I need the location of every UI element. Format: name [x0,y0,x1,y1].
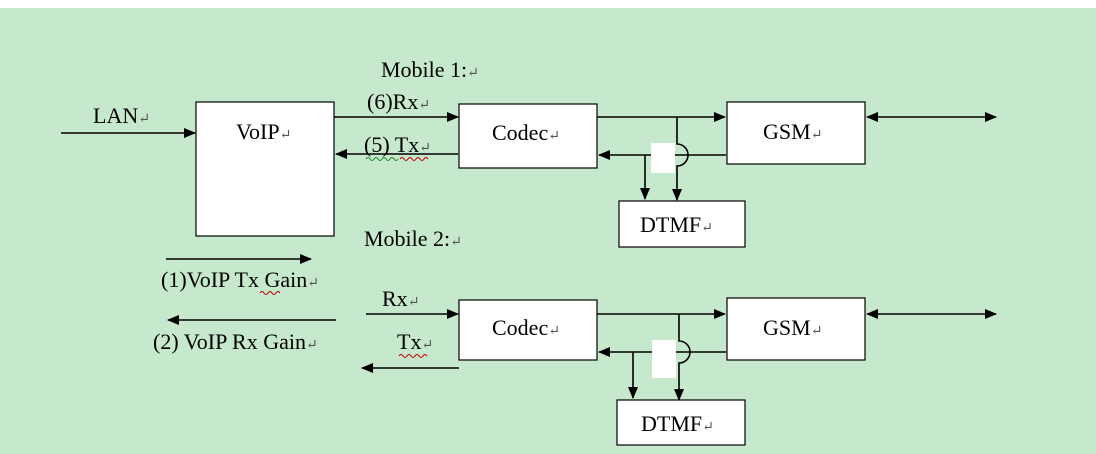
gsm1-block [726,101,866,165]
mobile1-label: Mobile 1:↵ [381,57,479,82]
codec2-label: Codec↵ [492,315,560,340]
dtmf2-label: DTMF↵ [641,411,714,436]
dtmf2-tap-crossover [674,314,691,401]
codec1-block [458,103,598,169]
mobile2-label: Mobile 2:↵ [364,226,462,251]
dtmf2-block [616,399,746,446]
tx2-label: Tx↵ [397,329,433,354]
diagram-background [0,8,1096,454]
dtmf1-tap-crossover [672,117,689,201]
gsm2-label: GSM↵ [763,315,822,340]
voip-block [195,101,335,237]
lan-label: LAN↵ [93,103,150,128]
rx6-label: (6)Rx↵ [367,89,430,114]
gsm2-block [726,297,866,361]
codec1-label: Codec↵ [492,120,560,145]
dtmf1-tap-mask [651,143,675,173]
voip-rx-gain-label: (2) VoIP Rx Gain↵ [153,329,318,354]
voip-label: VoIP↵ [236,119,291,144]
dtmf1-label: DTMF↵ [640,212,713,237]
dtmf1-block [618,200,746,248]
gsm1-label: GSM↵ [763,119,822,144]
dtmf2-tap-mask [652,340,676,378]
voip-tx-gain-label: (1)VoIP Tx Gain↵ [161,267,319,292]
codec2-block [458,299,598,361]
rx2-label: Rx↵ [382,286,419,311]
tx5-label: (5) Tx↵ [364,132,431,157]
